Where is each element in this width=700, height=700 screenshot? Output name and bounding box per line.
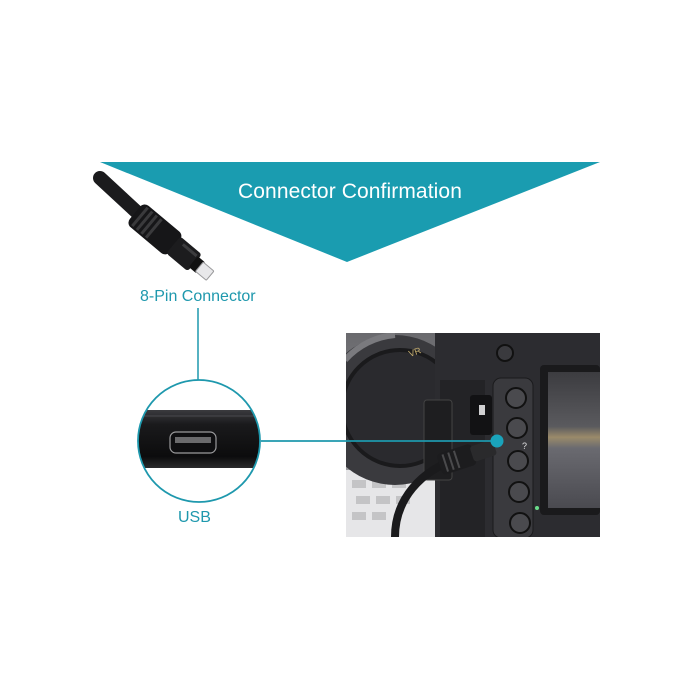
port-magnifier <box>137 379 261 503</box>
svg-text:VR: VR <box>407 345 423 359</box>
svg-text:?: ? <box>522 441 527 451</box>
usb-label: USB <box>178 509 211 526</box>
port-location-dot <box>490 434 504 448</box>
banner-shape <box>100 162 600 262</box>
connector-label: 8-Pin Connector <box>140 288 256 305</box>
banner-title: Connector Confirmation <box>238 180 462 203</box>
camera-photo: VR ? <box>346 333 600 537</box>
cable-plug-image <box>93 171 215 281</box>
